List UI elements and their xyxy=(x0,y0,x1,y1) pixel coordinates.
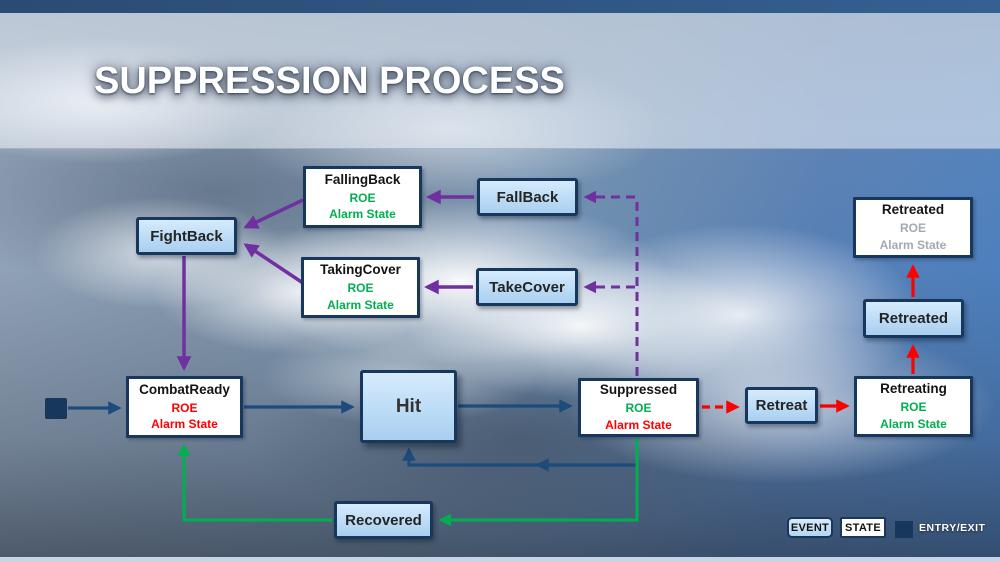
alarm-state-line: Alarm State xyxy=(327,297,394,312)
legend-event-sample: EVENT xyxy=(787,517,833,538)
state-suppressed: Suppressed ROE Alarm State xyxy=(578,378,699,437)
edge-suppressed-to-recovered xyxy=(438,438,639,527)
legend-entry-exit-square xyxy=(895,521,913,538)
page-title: SUPPRESSION PROCESS xyxy=(94,60,565,102)
alarm-state-line: Alarm State xyxy=(151,417,218,432)
event-label: FightBack xyxy=(150,227,223,245)
edge-takingcover-to-fightback xyxy=(243,243,304,285)
event-hit: Hit xyxy=(360,370,457,443)
event-fallback: FallBack xyxy=(477,178,578,216)
event-label: Retreat xyxy=(755,397,808,414)
event-label: Hit xyxy=(395,395,422,417)
edge-suppressed-back-to-hit xyxy=(402,447,637,467)
roe-line: ROE xyxy=(625,401,652,416)
alarm-state-line: Alarm State xyxy=(880,416,947,431)
event-label: FallBack xyxy=(496,188,559,206)
roe-line: ROE xyxy=(171,400,198,415)
roe-line: ROE xyxy=(347,281,374,296)
legend-entry-exit-label: ENTRY/EXIT xyxy=(919,522,986,534)
event-recovered: Recovered xyxy=(334,501,433,539)
top-accent-bar xyxy=(0,0,1000,13)
legend-state-label: STATE xyxy=(845,521,881,534)
state-takingcover: TakingCover ROE Alarm State xyxy=(301,257,420,318)
alarm-state-line: Alarm State xyxy=(879,237,947,252)
alarm-state-line: Alarm State xyxy=(605,417,672,432)
event-fightback: FightBack xyxy=(136,217,237,255)
state-title: CombatReady xyxy=(139,381,230,397)
title-band xyxy=(0,13,1000,149)
state-combatready: CombatReady ROE Alarm State xyxy=(126,376,243,438)
legend-state-sample: STATE xyxy=(840,517,886,538)
state-title: Suppressed xyxy=(599,382,678,398)
state-fallingback: FallingBack ROE Alarm State xyxy=(303,166,422,228)
roe-line: ROE xyxy=(900,400,927,415)
roe-line: ROE xyxy=(349,190,376,205)
state-retreated: Retreated ROE Alarm State xyxy=(853,197,973,258)
event-retreated: Retreated xyxy=(863,299,964,338)
state-title: TakingCover xyxy=(320,262,401,278)
event-retreat: Retreat xyxy=(745,387,818,424)
event-label: Retreated xyxy=(878,310,949,327)
state-title: Retreating xyxy=(880,381,947,397)
edge-recovered-to-combatready xyxy=(177,443,332,522)
entry-exit-marker xyxy=(45,398,67,419)
roe-line: ROE xyxy=(899,221,926,236)
legend-event-label: EVENT xyxy=(790,521,830,534)
event-label: TakeCover xyxy=(489,278,565,296)
state-retreating: Retreating ROE Alarm State xyxy=(854,376,973,437)
bottom-accent-bar xyxy=(0,557,1000,562)
event-label: Recovered xyxy=(345,511,422,529)
state-title: Retreated xyxy=(881,202,945,218)
state-title: FallingBack xyxy=(324,171,401,187)
edge-fallingback-to-fightback xyxy=(243,198,304,229)
alarm-state-line: Alarm State xyxy=(329,207,396,222)
event-takecover: TakeCover xyxy=(476,268,578,306)
